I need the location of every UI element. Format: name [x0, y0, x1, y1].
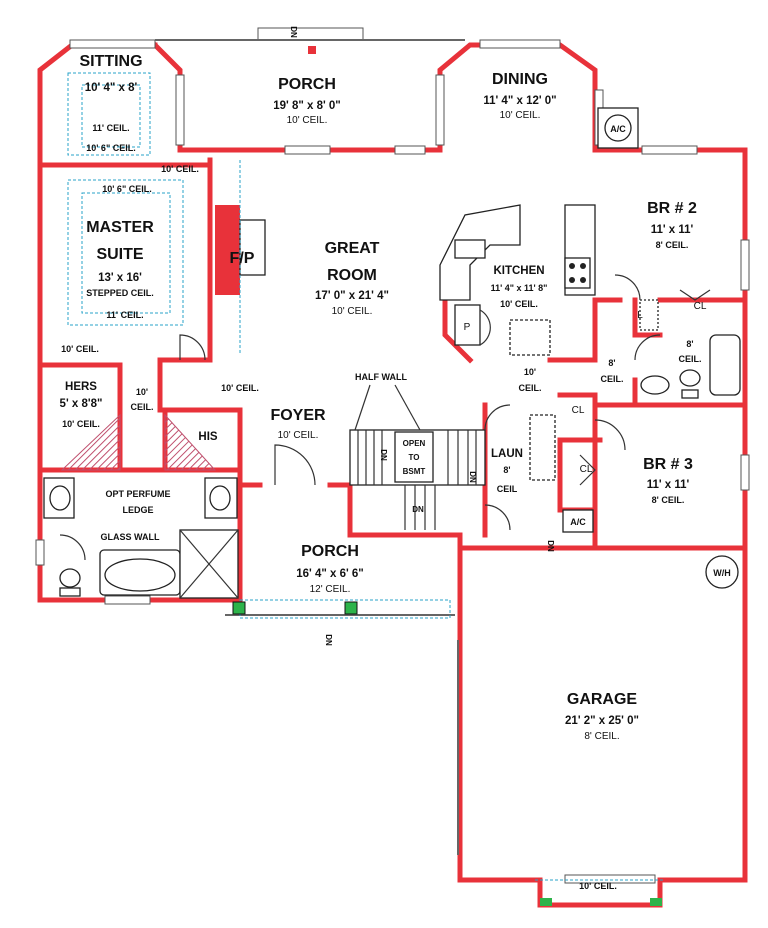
bath2-ceil-b: CEIL. [678, 354, 701, 364]
kitchen-size: 11' 4" x 11' 8" [491, 283, 548, 293]
sitting-ceil-a: 11' CEIL. [92, 123, 129, 133]
bathtub-icon [709, 334, 741, 396]
rear-porch-size: 19' 8" x 8' 0" [273, 100, 341, 112]
master-ceil-top: 10' 6" CEIL. [102, 184, 151, 194]
br2-ceil: 8' CEIL. [656, 240, 689, 250]
br2-name: BR # 2 [647, 200, 697, 217]
master-name-1: MASTER [86, 219, 154, 236]
hall-ceil-b: CEIL. [518, 383, 541, 393]
laundry-name: LAUN [491, 448, 523, 460]
cooktop-icon [564, 257, 591, 289]
ac-label-2: A/C [570, 517, 586, 527]
fireplace-label: F/P [230, 250, 255, 267]
dn-label-garage: DN [546, 540, 555, 552]
fixtures [43, 46, 741, 906]
stair-hatch-his [164, 413, 217, 471]
master-tub-icon [104, 558, 176, 592]
br3-size: 11' x 11' [647, 479, 690, 491]
hall2-ceil-b: CEIL. [600, 374, 623, 384]
ac-label-1: A/C [610, 124, 626, 134]
great-room-name-2: ROOM [327, 267, 377, 284]
closet-label-1: CL [694, 301, 707, 312]
perfume-label-2: LEDGE [122, 505, 153, 515]
fireplace-hearth [215, 205, 240, 295]
dining-size: 11' 4" x 12' 0" [483, 95, 556, 107]
br2-size: 11' x 11' [651, 224, 694, 236]
great-room-ceil: 10' CEIL. [332, 306, 373, 317]
rear-porch-name: PORCH [278, 76, 336, 93]
front-porch-ceil: 12' CEIL. [310, 584, 351, 595]
garage-door-ceil: 10' CEIL. [579, 881, 617, 891]
closet-label-2: CL [572, 405, 585, 416]
garage-size: 21' 2" x 25' 0" [565, 715, 639, 727]
stair-dn-label: DN [412, 505, 424, 514]
great-room-size: 17' 0" x 21' 4" [315, 290, 389, 302]
ten-ceil-4-a: 10' [136, 387, 148, 397]
sink-icon [640, 375, 670, 395]
br3-name: BR # 3 [643, 456, 693, 473]
hall2-ceil-a: 8' [608, 358, 615, 368]
his-name: HIS [198, 431, 218, 443]
closet-label-3: CL [580, 464, 593, 475]
open-label-1: OPEN [403, 439, 426, 448]
foyer-name: FOYER [270, 407, 326, 424]
dn-label-rear-porch: DN [289, 26, 298, 38]
hers-ceil: 10' CEIL. [62, 419, 100, 429]
kitchen-name: KITCHEN [493, 265, 544, 277]
dining-name: DINING [492, 71, 548, 88]
garage-ceil: 8' CEIL. [584, 731, 619, 742]
bath2-ceil-a: 8' [686, 339, 693, 349]
linen-label: L [637, 310, 643, 321]
ten-ceil-2: 10' CEIL. [61, 344, 99, 354]
master-toilet-icon [59, 568, 81, 588]
ten-ceil-3: 10' CEIL. [221, 383, 259, 393]
laundry-ceil-a: 8' [503, 465, 510, 475]
dn-label-stair-left: DN [379, 449, 388, 461]
sitting-size: 10' 4" x 8' [85, 82, 138, 94]
sitting-ceil-b: 10' 6" CEIL. [86, 143, 135, 153]
open-label-3: BSMT [403, 467, 426, 476]
hers-name: HERS [65, 381, 97, 393]
garage-name: GARAGE [567, 691, 638, 708]
glass-wall-label: GLASS WALL [101, 532, 160, 542]
open-label-2: TO [409, 453, 420, 462]
toilet-icon [679, 369, 701, 387]
great-room-name-1: GREAT [325, 240, 380, 257]
kitchen-ceil: 10' CEIL. [500, 299, 538, 309]
master-size: 13' x 16' [98, 272, 142, 284]
room-labels: SITTING 10' 4" x 8' 11' CEIL. 10' 6" CEI… [60, 26, 731, 891]
dn-label-front-porch: DN [324, 634, 333, 646]
ac-unit-bottom [562, 509, 594, 533]
stair-hatch-hers [60, 413, 121, 471]
master-sink-left-icon [49, 485, 71, 511]
br3-ceil: 8' CEIL. [652, 495, 685, 505]
front-porch-size: 16' 4" x 6' 6" [296, 568, 364, 580]
hall-ceil-a: 10' [524, 367, 536, 377]
dining-ceil: 10' CEIL. [500, 110, 541, 121]
ten-ceil-1: 10' CEIL. [161, 164, 199, 174]
laundry-ceil-b: CEIL [497, 484, 518, 494]
half-wall-label: HALF WALL [355, 372, 407, 382]
dn-label-stair-right: DN [468, 471, 477, 483]
master-sink-right-icon [209, 485, 231, 511]
master-ceil-note: STEPPED CEIL. [86, 288, 154, 298]
master-name-2: SUITE [96, 246, 143, 263]
rear-porch-ceil: 10' CEIL. [287, 115, 328, 126]
ten-ceil-4-b: CEIL. [130, 402, 153, 412]
pantry-label: P [464, 322, 471, 333]
front-porch-name: PORCH [301, 543, 359, 560]
hers-size: 5' x 8'8" [60, 398, 103, 410]
sitting-name: SITTING [79, 53, 142, 70]
kitchen-sink-icon [454, 239, 486, 259]
water-heater-icon [705, 555, 739, 589]
water-heater-label: W/H [713, 568, 731, 578]
foyer-ceil: 10' CEIL. [278, 430, 319, 441]
perfume-label-1: OPT PERFUME [105, 489, 170, 499]
master-ceil: 11' CEIL. [106, 310, 143, 320]
